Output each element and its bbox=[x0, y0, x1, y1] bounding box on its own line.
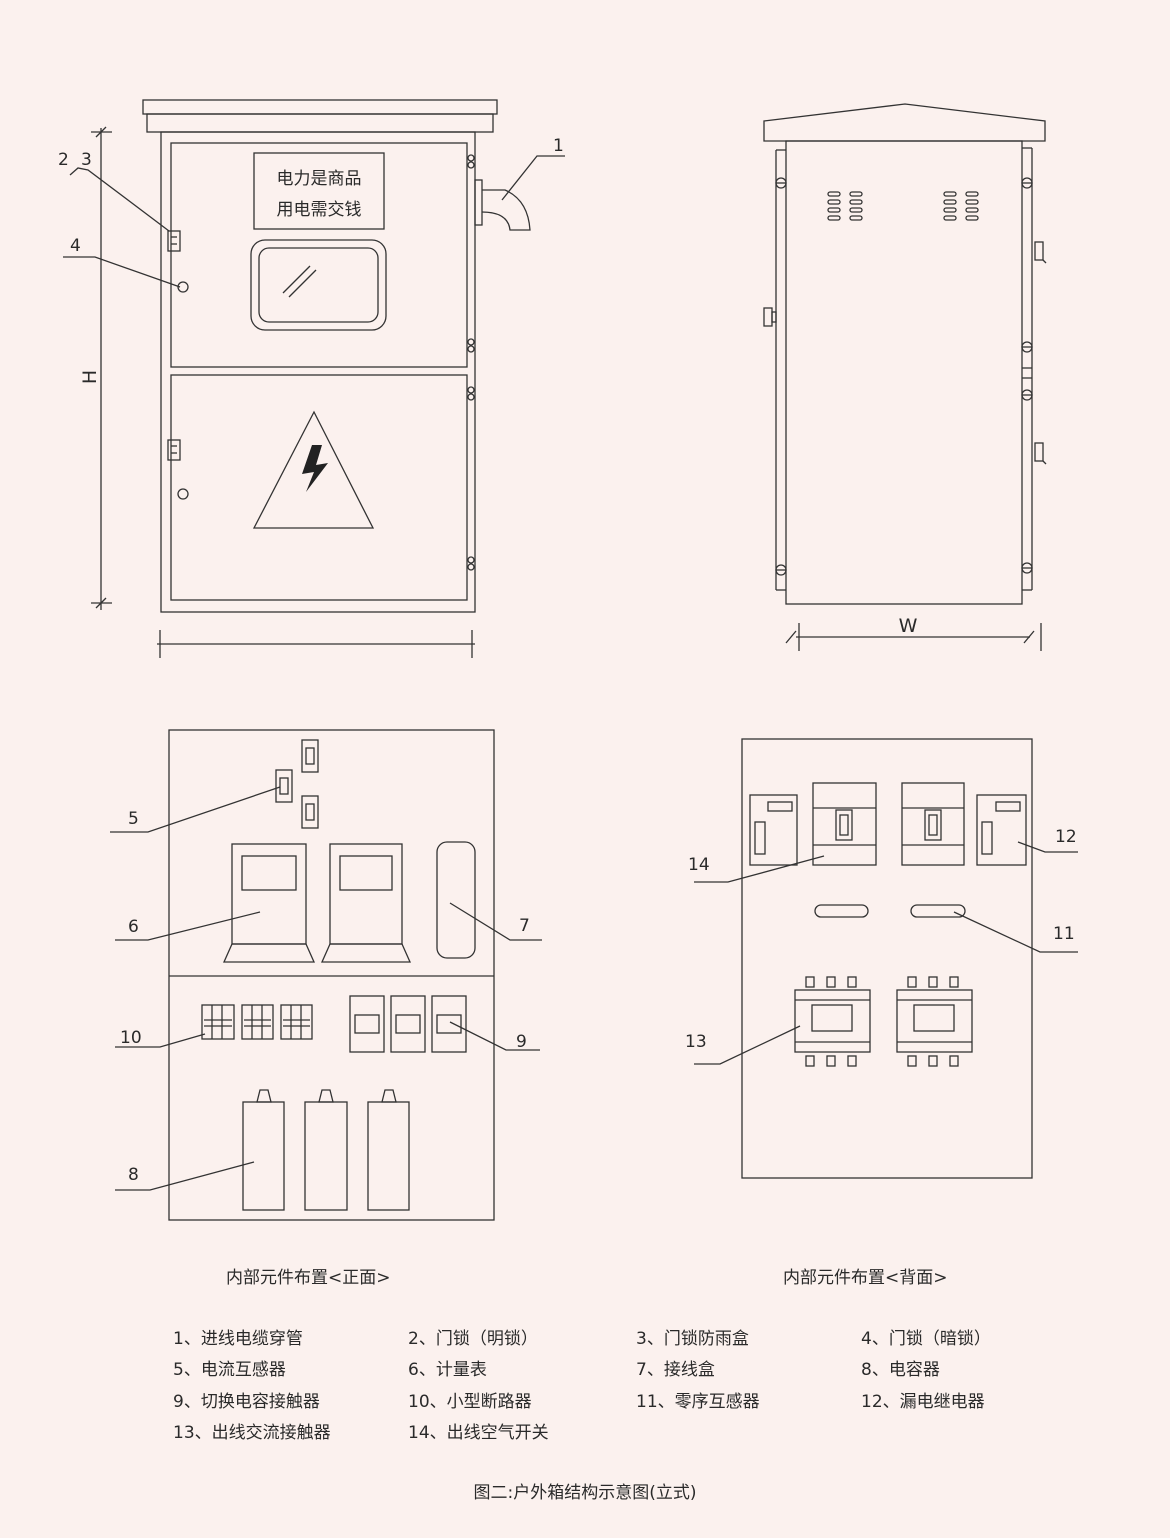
junction-box bbox=[436, 841, 476, 959]
legend-item: 3、门锁防雨盒 bbox=[636, 1329, 749, 1349]
cable-conduit-pipe bbox=[481, 189, 531, 231]
sign-line-2: 用电需交钱 bbox=[277, 200, 362, 220]
capacitor-contactors bbox=[349, 995, 467, 1053]
legend-item: 2、门锁（明锁） bbox=[408, 1329, 538, 1349]
hidden-lock-upper-icon bbox=[177, 281, 189, 293]
callout-1: 1 bbox=[553, 136, 564, 156]
front-roof bbox=[142, 99, 498, 115]
zero-sequence-ct-right bbox=[910, 904, 966, 918]
hazard-triangle-icon bbox=[252, 410, 375, 529]
leader-4 bbox=[63, 256, 181, 288]
glass-reflection-line bbox=[288, 269, 317, 298]
vent-left bbox=[827, 191, 863, 221]
side-handles bbox=[763, 241, 1047, 465]
callout-13: 13 bbox=[685, 1032, 707, 1052]
legend-item: 9、切换电容接触器 bbox=[173, 1392, 320, 1412]
leader-2-3 bbox=[69, 167, 170, 232]
callout-7: 7 bbox=[519, 916, 530, 936]
legend-item: 8、电容器 bbox=[861, 1360, 940, 1380]
cable-conduit-flange bbox=[474, 179, 483, 226]
mini-breakers bbox=[201, 1004, 313, 1040]
legend-item: 10、小型断路器 bbox=[408, 1392, 532, 1412]
current-transformers bbox=[275, 739, 319, 829]
capacitors bbox=[242, 1089, 410, 1211]
warning-sign-board bbox=[253, 152, 385, 230]
leader-13 bbox=[694, 1025, 801, 1065]
side-cabinet-body bbox=[785, 140, 1023, 605]
callout-2: 2 bbox=[58, 150, 69, 170]
back-panel-outline bbox=[741, 738, 1033, 1179]
lower-door bbox=[170, 374, 468, 601]
zero-sequence-ct-left bbox=[814, 904, 869, 918]
glass-reflection-line bbox=[282, 265, 311, 294]
back-layout-panel: 14 12 11 13 bbox=[685, 738, 1078, 1179]
callout-4: 4 bbox=[70, 236, 81, 256]
leader-12 bbox=[1017, 841, 1078, 853]
legend-item: 14、出线空气开关 bbox=[408, 1423, 549, 1443]
meter-left bbox=[222, 843, 316, 963]
hidden-lock-lower-icon bbox=[177, 488, 189, 500]
upper-door bbox=[170, 142, 468, 368]
front-cabinet-body bbox=[160, 131, 476, 613]
callout-6: 6 bbox=[128, 917, 139, 937]
back-layout-caption: 内部元件布置<背面> bbox=[783, 1268, 948, 1288]
callout-12: 12 bbox=[1055, 827, 1077, 847]
callout-14: 14 bbox=[688, 855, 710, 875]
callout-10: 10 bbox=[120, 1028, 142, 1048]
leader-14 bbox=[694, 855, 825, 883]
width-label: W bbox=[899, 615, 918, 637]
leader-6 bbox=[115, 911, 261, 941]
legend-item: 6、计量表 bbox=[408, 1360, 487, 1380]
lightning-bolt-icon bbox=[302, 445, 328, 492]
front-layout-panel: 5 6 7 10 9 8 bbox=[110, 729, 542, 1221]
height-label: H bbox=[79, 370, 101, 384]
legend-item: 1、进线电缆穿管 bbox=[173, 1329, 303, 1349]
callout-5: 5 bbox=[128, 809, 139, 829]
ac-contactor-right bbox=[896, 976, 973, 1067]
legend-item: 7、接线盒 bbox=[636, 1360, 715, 1380]
leader-7 bbox=[449, 902, 542, 941]
door-lock-rain-box-lower bbox=[167, 439, 181, 461]
vent-right bbox=[943, 191, 979, 221]
figure-title: 图二:户外箱结构示意图(立式) bbox=[473, 1483, 697, 1503]
front-view: 电力是商品 用电需交钱 bbox=[58, 99, 565, 658]
legend-item: 13、出线交流接触器 bbox=[173, 1423, 331, 1443]
legend-item: 11、零序互感器 bbox=[636, 1392, 760, 1412]
height-dimension bbox=[91, 126, 112, 610]
meter-window-outer bbox=[250, 239, 387, 331]
width-dimension bbox=[785, 623, 1042, 651]
leader-11 bbox=[953, 911, 1078, 953]
leader-9 bbox=[449, 1021, 540, 1051]
legend-item: 5、电流互感器 bbox=[173, 1360, 286, 1380]
air-switch-right bbox=[901, 782, 965, 866]
meter-right bbox=[320, 843, 412, 963]
leader-5 bbox=[110, 786, 281, 833]
leader-1 bbox=[501, 155, 565, 201]
callout-11: 11 bbox=[1053, 924, 1075, 944]
leader-10 bbox=[115, 1033, 206, 1048]
side-view: W bbox=[763, 103, 1047, 651]
ac-contactor-left bbox=[794, 976, 871, 1067]
front-width-dimension bbox=[157, 630, 475, 658]
front-layout-caption: 内部元件布置<正面> bbox=[226, 1268, 391, 1288]
meter-window-inner bbox=[258, 247, 379, 323]
front-panel-outline bbox=[168, 729, 495, 1221]
callout-9: 9 bbox=[516, 1032, 527, 1052]
callout-3: 3 bbox=[81, 150, 92, 170]
leakage-relay-right bbox=[976, 794, 1027, 866]
leader-8 bbox=[115, 1161, 255, 1191]
front-hinges bbox=[467, 154, 475, 571]
air-switch-left bbox=[812, 782, 877, 866]
front-roof-base bbox=[146, 113, 494, 133]
legend-item: 12、漏电继电器 bbox=[861, 1392, 985, 1412]
callout-8: 8 bbox=[128, 1165, 139, 1185]
door-lock-rain-box-upper bbox=[167, 230, 181, 252]
side-hinges bbox=[775, 177, 1033, 576]
legend-item: 4、门锁（暗锁） bbox=[861, 1329, 991, 1349]
sign-line-1: 电力是商品 bbox=[277, 169, 362, 189]
leakage-relay-left bbox=[749, 794, 798, 866]
side-roof bbox=[763, 103, 1046, 142]
